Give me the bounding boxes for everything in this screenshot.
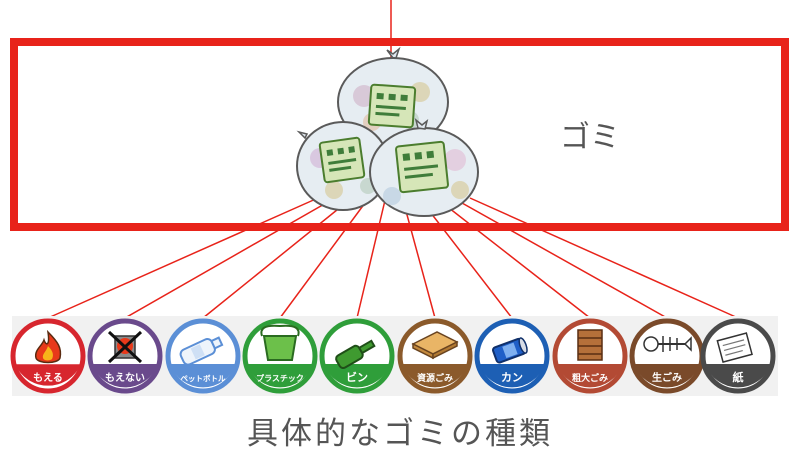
connector-line [435, 197, 591, 319]
category-paper: 紙 [700, 318, 776, 394]
glass-bottle-icon [335, 339, 376, 369]
category-non-burnable: もえない [87, 318, 163, 394]
category-label: 生ごみ [652, 371, 682, 384]
category-icon-row: もえる もえない ペットボトル [10, 316, 778, 396]
paper-icon [716, 332, 753, 363]
category-label: 粗大ごみ [572, 372, 608, 384]
crossed-bin-icon [107, 330, 143, 364]
category-glass-bottle: ビン [319, 318, 395, 394]
fire-icon [34, 329, 62, 364]
connector-line [124, 197, 336, 319]
dresser-icon [577, 329, 603, 361]
plastic-bucket-icon [260, 324, 300, 361]
connector-line [452, 197, 668, 319]
connector-lines [47, 197, 739, 319]
category-label: プラスチック [256, 373, 304, 383]
category-label: カン [501, 371, 523, 384]
category-label: もえる [33, 372, 63, 384]
connector-line [418, 197, 513, 319]
fish-bone-icon [643, 336, 692, 352]
category-oversized: 粗大ごみ [552, 318, 628, 394]
garbage-box [10, 38, 789, 231]
garbage-bags-icon [296, 46, 479, 217]
connector-line [469, 197, 739, 319]
connector-line [202, 197, 353, 319]
connector-line [401, 197, 436, 319]
category-label: 紙 [733, 370, 744, 384]
connector-line [279, 197, 370, 319]
category-food-waste: 生ごみ [629, 318, 705, 394]
category-plastic: プラスチック [242, 318, 318, 394]
diagram-caption: 具体的なゴミの種類 [247, 416, 553, 452]
pet-bottle-icon [179, 336, 224, 366]
category-recyclable: 資源ごみ [397, 318, 473, 394]
can-icon [492, 337, 528, 364]
garbage-label: ゴミ [560, 120, 620, 155]
connector-line [47, 197, 319, 319]
category-label: 資源ごみ [417, 372, 453, 384]
cardboard-icon [411, 331, 459, 360]
connector-line [356, 197, 387, 319]
category-label: ペットボトル [181, 373, 226, 383]
category-burnable: もえる [10, 318, 86, 394]
category-can: カン [474, 318, 550, 394]
category-label: ビン [346, 370, 368, 384]
category-pet-bottle: ペットボトル [165, 318, 241, 394]
category-label: もえない [105, 372, 145, 384]
